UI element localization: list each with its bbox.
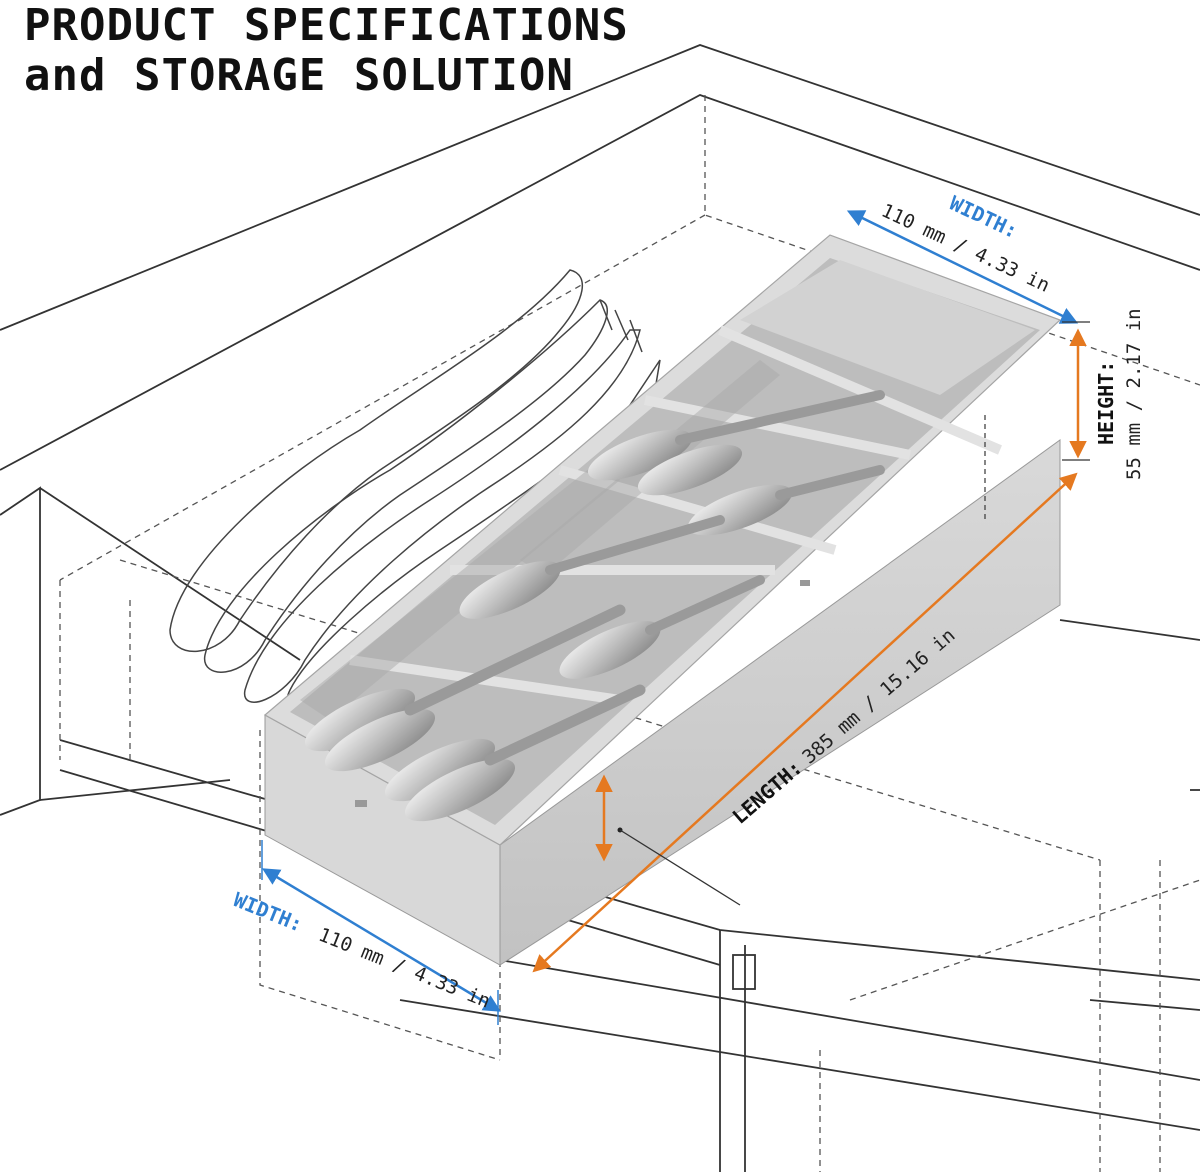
height-value: 55 mm / 2.17 in [1123, 308, 1145, 480]
width-bottom-arrow [261, 868, 502, 1012]
cutlery-tray [263, 234, 1062, 966]
length-arrow [532, 472, 1078, 973]
width-top-arrow [846, 210, 1079, 324]
height-key: HEIGHT: [1094, 361, 1118, 445]
page-title-line-1: PRODUCT SPECIFICATIONS [24, 0, 629, 51]
page-title-line-2: and STORAGE SOLUTION [24, 50, 574, 101]
width-bottom-key: WIDTH: [230, 887, 306, 936]
depth-leader [619, 829, 741, 906]
